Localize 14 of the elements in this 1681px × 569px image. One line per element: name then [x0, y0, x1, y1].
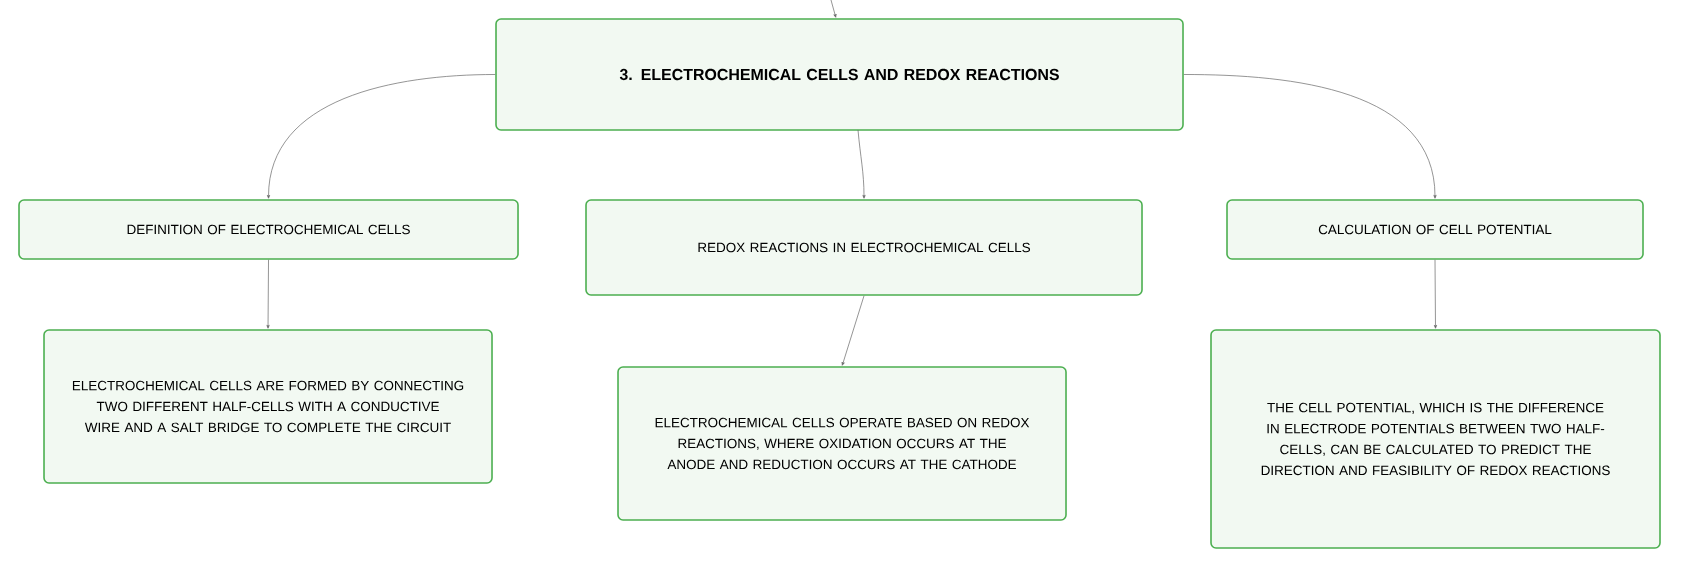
arrow	[266, 259, 270, 329]
detail-box: ELECTROCHEMICAL CELLS ARE FORMED BY CONNECTING TWO DIFFERENT HALF-CELLS WITH A CONDUCTIVE WIRE AND A SALT BRIDGE TO COMPLETE THE CIRCUIT	[43, 329, 493, 484]
arrow	[1183, 74, 1437, 199]
subtopic-box: REDOX REACTIONS IN ELECTROCHEMICAL CELLS	[585, 199, 1143, 296]
arrow	[857, 129, 866, 199]
arrow	[841, 295, 865, 366]
detail-box: ELECTROCHEMICAL CELLS OPERATE BASED ON REDOX REACTIONS, WHERE OXIDATION OCCURS AT THE ANODE AND REDUCTION OCCURS AT THE CATHODE	[617, 366, 1067, 521]
arrow	[266, 74, 496, 199]
subtopic-box: CALCULATION OF CELL POTENTIAL	[1226, 199, 1644, 260]
topic-box: 3. ELECTROCHEMICAL CELLS AND REDOX REACTIONS	[495, 18, 1184, 131]
subtopic-box: DEFINITION OF ELECTROCHEMICAL CELLS	[18, 199, 519, 260]
arrow	[1433, 259, 1438, 329]
detail-box: THE CELL POTENTIAL, WHICH IS THE DIFFERENCE IN ELECTRODE POTENTIALS BETWEEN TWO HALF-CELLS, CAN BE CALCULATED TO PREDICT THE DIRECTION AND FEASIBILITY OF REDOX REACTIONS	[1210, 329, 1661, 549]
arrow	[830, 0, 837, 18]
